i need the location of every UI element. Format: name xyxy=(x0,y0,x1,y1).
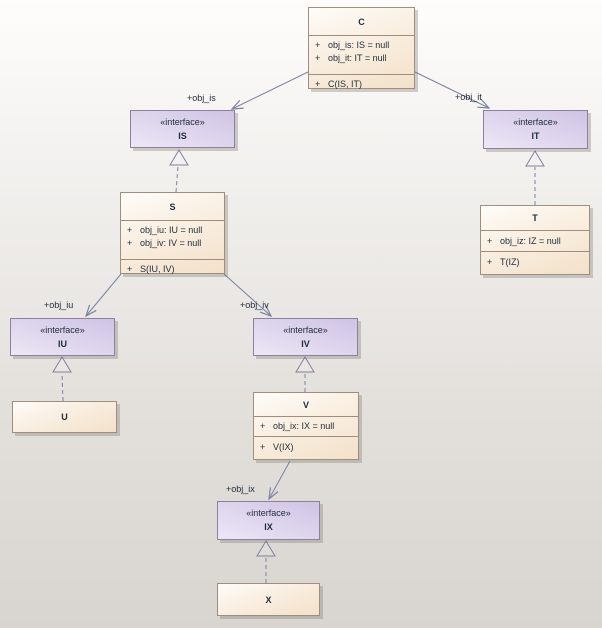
realization-X-IX[interactable] xyxy=(256,540,276,583)
class-name: C xyxy=(358,16,365,27)
interface-name: IX xyxy=(264,522,273,532)
attribute-text: obj_iv: IV = null xyxy=(140,238,202,248)
realization-V-IV[interactable] xyxy=(295,356,315,392)
operations-compartment: + T(IZ) xyxy=(481,251,589,273)
class-name: X xyxy=(265,594,272,605)
attribute-text: obj_iu: IU = null xyxy=(140,225,203,235)
class-node-V[interactable]: V + obj_ix: IX = null + V(IX) xyxy=(253,392,359,460)
stereotype-label: «interface» xyxy=(513,117,558,127)
interface-name: IV xyxy=(301,339,310,349)
interface-node-IU[interactable]: «interface» IU xyxy=(10,318,115,356)
visibility-public: + xyxy=(260,421,266,431)
role-label-obj-it: +obj_it xyxy=(455,92,482,102)
operation: + S(IU, IV) xyxy=(121,263,224,276)
attribute: + obj_ix: IX = null xyxy=(254,420,358,433)
visibility-public: + xyxy=(127,238,133,248)
visibility-public: + xyxy=(487,236,493,246)
operations-compartment: + S(IU, IV) xyxy=(121,259,224,279)
visibility-public: + xyxy=(127,264,133,274)
role-label-obj-iu: +obj_iu xyxy=(44,300,74,310)
attribute-text: obj_it: IT = null xyxy=(328,53,387,63)
association-S-IV[interactable] xyxy=(223,273,271,316)
class-node-U[interactable]: U xyxy=(12,401,117,433)
interface-name: IU xyxy=(58,339,67,349)
attribute-text: obj_ix: IX = null xyxy=(273,421,335,431)
attributes-compartment: + obj_iu: IU = null + obj_iv: IV = null xyxy=(121,220,224,259)
attributes-compartment: + obj_is: IS = null + obj_it: IT = null xyxy=(309,35,414,74)
class-node-C[interactable]: C + obj_is: IS = null + obj_it: IT = nul… xyxy=(308,7,415,89)
operation: + T(IZ) xyxy=(481,256,589,269)
association-V-IX[interactable] xyxy=(269,460,291,499)
class-node-S[interactable]: S + obj_iu: IU = null + obj_iv: IV = nul… xyxy=(120,192,225,274)
visibility-public: + xyxy=(315,40,321,50)
role-label-obj-is: +obj_is xyxy=(187,93,216,103)
attributes-compartment: + obj_ix: IX = null xyxy=(254,416,358,436)
interface-node-IV[interactable]: «interface» IV xyxy=(253,318,358,356)
class-node-X[interactable]: X xyxy=(217,583,320,616)
attribute: + obj_iz: IZ = null xyxy=(481,235,589,248)
attribute: + obj_is: IS = null xyxy=(309,39,414,52)
operation-text: C(IS, IT) xyxy=(328,79,362,89)
stereotype-label: «interface» xyxy=(160,117,205,127)
interface-node-IS[interactable]: «interface» IS xyxy=(130,110,235,148)
attribute-text: obj_iz: IZ = null xyxy=(500,236,561,246)
operation: + V(IX) xyxy=(254,441,358,454)
visibility-public: + xyxy=(315,79,321,89)
interface-node-IX[interactable]: «interface» IX xyxy=(217,501,320,540)
attribute: + obj_iu: IU = null xyxy=(121,224,224,237)
attribute: + obj_iv: IV = null xyxy=(121,237,224,250)
operation-text: T(IZ) xyxy=(500,257,520,267)
attribute-text: obj_is: IS = null xyxy=(328,40,390,50)
attributes-compartment: + obj_iz: IZ = null xyxy=(481,230,589,251)
class-node-T[interactable]: T + obj_iz: IZ = null + T(IZ) xyxy=(480,205,590,275)
stereotype-label: «interface» xyxy=(283,325,328,335)
role-label-obj-iv: +obj_iv xyxy=(240,300,269,310)
attribute: + obj_it: IT = null xyxy=(309,52,414,65)
visibility-public: + xyxy=(127,225,133,235)
visibility-public: + xyxy=(260,442,266,452)
association-C-IT[interactable] xyxy=(414,71,489,108)
realization-U-IU[interactable] xyxy=(52,356,72,402)
realization-T-IT[interactable] xyxy=(525,150,545,205)
visibility-public: + xyxy=(487,257,493,267)
class-name: T xyxy=(532,213,538,223)
operation: + C(IS, IT) xyxy=(309,78,414,91)
operation-text: V(IX) xyxy=(273,442,294,452)
operations-compartment: + V(IX) xyxy=(254,436,358,458)
stereotype-label: «interface» xyxy=(40,325,85,335)
association-S-IU[interactable] xyxy=(86,273,122,316)
association-C-IS[interactable] xyxy=(232,71,309,109)
interface-node-IT[interactable]: «interface» IT xyxy=(483,110,588,149)
visibility-public: + xyxy=(315,53,321,63)
class-name: V xyxy=(302,399,309,410)
class-name: S xyxy=(169,201,176,212)
class-name: U xyxy=(61,412,68,422)
realization-S-IS[interactable] xyxy=(169,149,189,193)
role-label-obj-ix: +obj_ix xyxy=(226,484,255,494)
stereotype-label: «interface» xyxy=(246,508,291,518)
interface-name: IS xyxy=(178,131,187,141)
operation-text: S(IU, IV) xyxy=(140,264,175,274)
operations-compartment: + C(IS, IT) xyxy=(309,74,414,94)
interface-name: IT xyxy=(531,131,540,141)
